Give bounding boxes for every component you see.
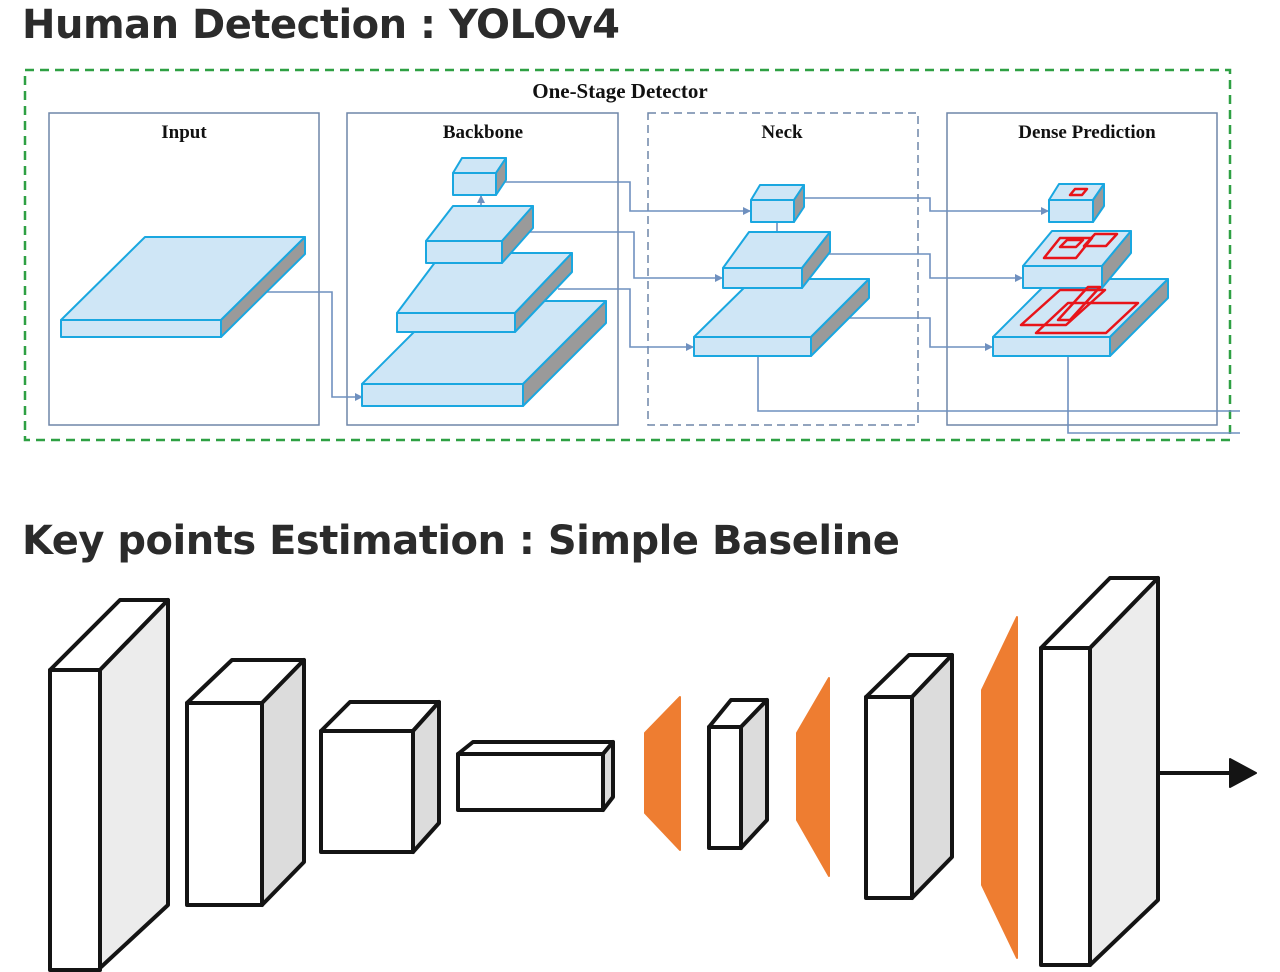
neck-layer-3	[750, 184, 805, 223]
input-label: Input	[161, 122, 207, 143]
encoder-block-1	[48, 598, 170, 972]
prediction-box-mid-2	[1058, 238, 1085, 249]
connector-n2-d2	[822, 253, 1023, 282]
deconv-layer-3	[981, 616, 1018, 959]
backbone-panel	[346, 112, 619, 426]
backbone-layer-1	[361, 300, 607, 407]
backbone-layer-3	[425, 205, 534, 264]
prediction-box-large-1	[1019, 288, 1107, 327]
arrow-right-icon	[1158, 758, 1257, 788]
connector-b4-n1	[500, 181, 751, 215]
backbone-layer-2	[396, 252, 573, 333]
one-stage-detector-title: One-Stage Detector	[532, 79, 708, 103]
backbone-label: Backbone	[443, 122, 523, 143]
connector-n3-d3	[846, 317, 993, 351]
neck-layer-1	[693, 278, 870, 357]
prediction-box-mid-3	[1082, 232, 1119, 248]
connector-b2-n3	[558, 288, 694, 351]
one-stage-detector-frame	[23, 68, 1232, 442]
layers	[60, 157, 1169, 407]
simple-baseline-diagram	[48, 576, 1257, 972]
decoder-block-2	[864, 653, 954, 900]
prediction-box-small	[1068, 187, 1089, 197]
dense-prediction-panel	[946, 112, 1218, 426]
input-image-layer	[60, 236, 306, 338]
encoder-block-3	[319, 700, 441, 854]
dense-layer-3	[1048, 183, 1105, 223]
dense-prediction-label: Dense Prediction	[1018, 122, 1156, 143]
encoder-block-2	[185, 658, 306, 907]
deconv-layer-1	[644, 696, 681, 851]
prediction-box-large-3	[1056, 285, 1102, 322]
connector-n1-d1	[798, 197, 1049, 215]
neck-layer-2	[722, 231, 831, 289]
decoder-block-3	[1039, 576, 1160, 967]
neck-label: Neck	[761, 122, 803, 143]
prediction-box-large-2	[1034, 301, 1140, 335]
prediction-boxes	[1019, 187, 1140, 335]
decoder-block-1	[707, 698, 769, 850]
neck-panel	[647, 112, 919, 426]
yolo-diagram: One-Stage Detector Input Backbone Neck D…	[23, 68, 1240, 442]
connector-input-backbone	[258, 291, 363, 401]
input-panel	[48, 112, 320, 426]
detection-heading: Human Detection : YOLOv4	[22, 2, 620, 48]
keypoints-heading: Key points Estimation : Simple Baseline	[22, 518, 900, 564]
connector-b3-n2	[520, 231, 723, 282]
backbone-layer-4	[452, 157, 507, 196]
deconv-layer-2	[796, 677, 830, 877]
encoder-block-4	[456, 740, 615, 812]
